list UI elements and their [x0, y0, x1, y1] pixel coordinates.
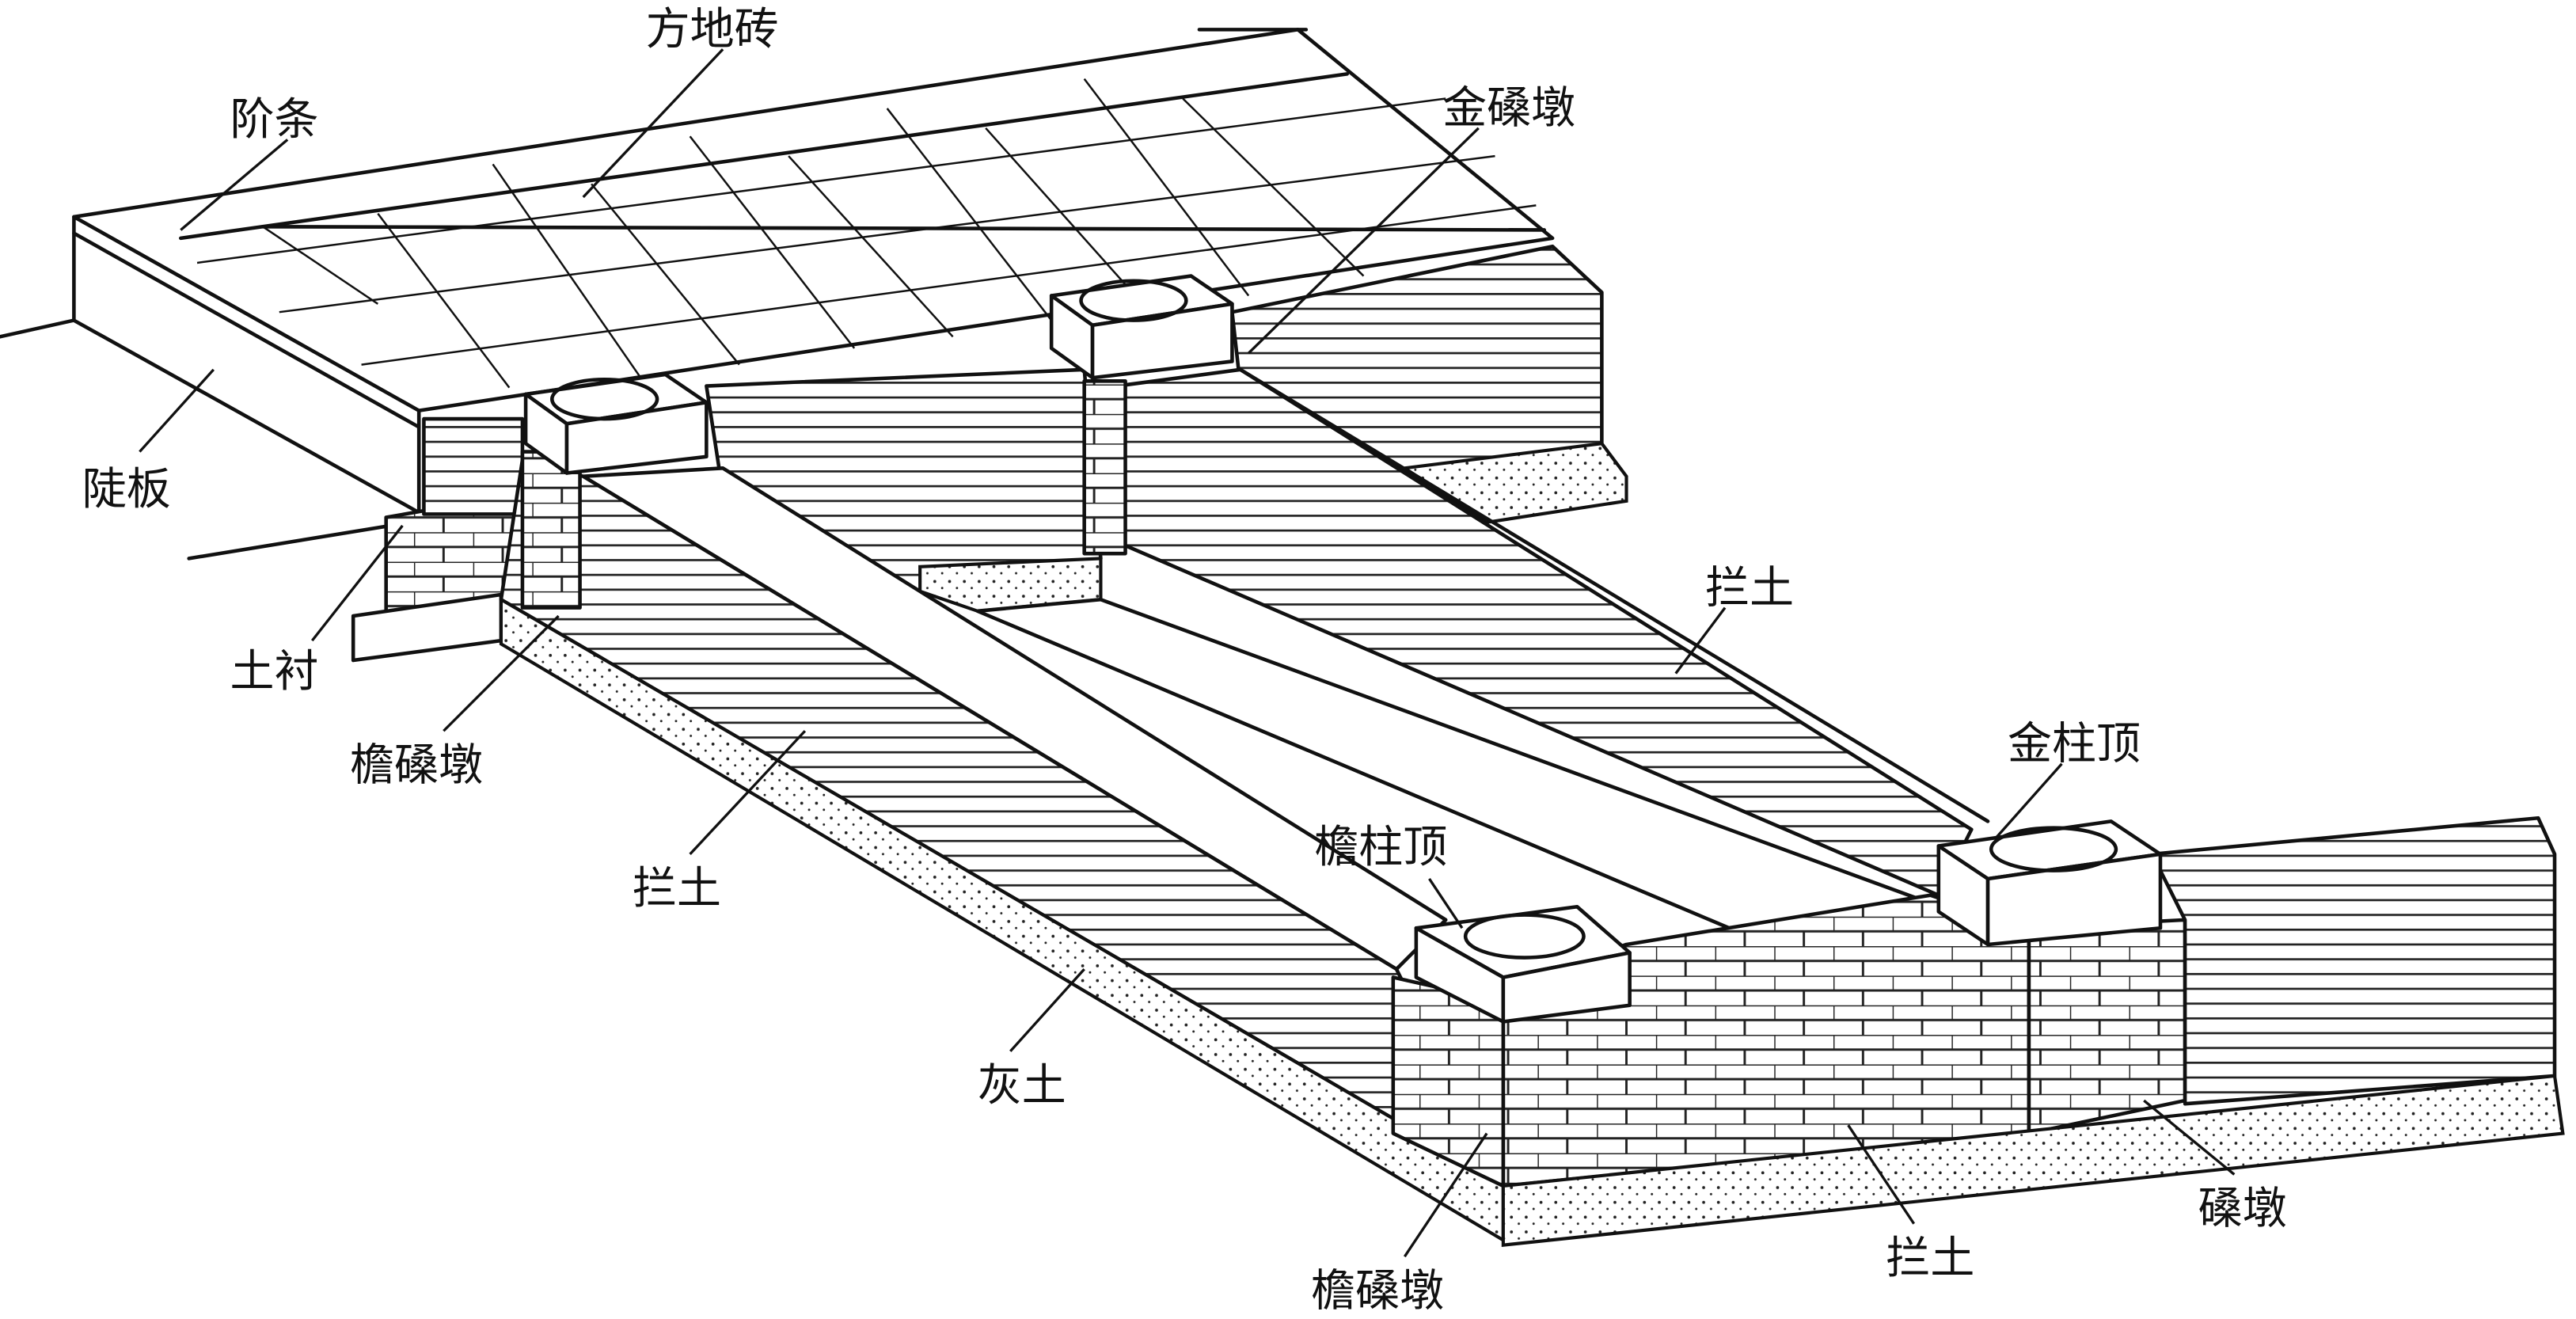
label-sang-dun: 磉墩	[2198, 1184, 2287, 1235]
label-hui-tu: 灰土	[978, 1060, 1066, 1112]
column-base-back-left	[523, 372, 709, 475]
platform-top	[72, 28, 1555, 515]
label-fang-di-zhuan: 方地砖	[646, 4, 779, 55]
label-dou-ban: 陡板	[82, 464, 171, 515]
floor-tile-grid	[196, 78, 1537, 389]
column-base-back-right	[1049, 274, 1234, 380]
label-jin-zhu-ding: 金柱顶	[2008, 719, 2141, 770]
label-yan-sang-dun-bottom: 檐磉墩	[1311, 1265, 1444, 1317]
label-jie-tiao: 阶条	[230, 94, 319, 146]
label-tu-chen: 土衬	[230, 646, 319, 698]
label-yan-sang-dun-left: 檐磉墩	[350, 739, 483, 791]
label-jin-sang-dun: 金磉墩	[1442, 83, 1575, 135]
label-lan-tu-right: 拦土	[1705, 562, 1794, 614]
label-lan-tu-middle: 拦土	[633, 863, 721, 914]
front-brick-wall	[1391, 815, 2565, 1247]
label-yan-zhu-ding: 檐柱顶	[1314, 822, 1447, 873]
inner-long-wall	[705, 367, 1990, 963]
column-base-front-left	[1414, 904, 1632, 1024]
label-lan-tu-bottom: 拦土	[1886, 1233, 1974, 1284]
outer-long-wall	[499, 379, 1506, 1244]
column-base-front-right	[1936, 819, 2163, 947]
labels: 方地砖 阶条 金磉墩 陡板 土衬 檐磉墩 拦土 拦土 金柱顶 檐柱顶 灰土 檐磉…	[82, 4, 2287, 1317]
leader-lines	[139, 48, 2236, 1258]
